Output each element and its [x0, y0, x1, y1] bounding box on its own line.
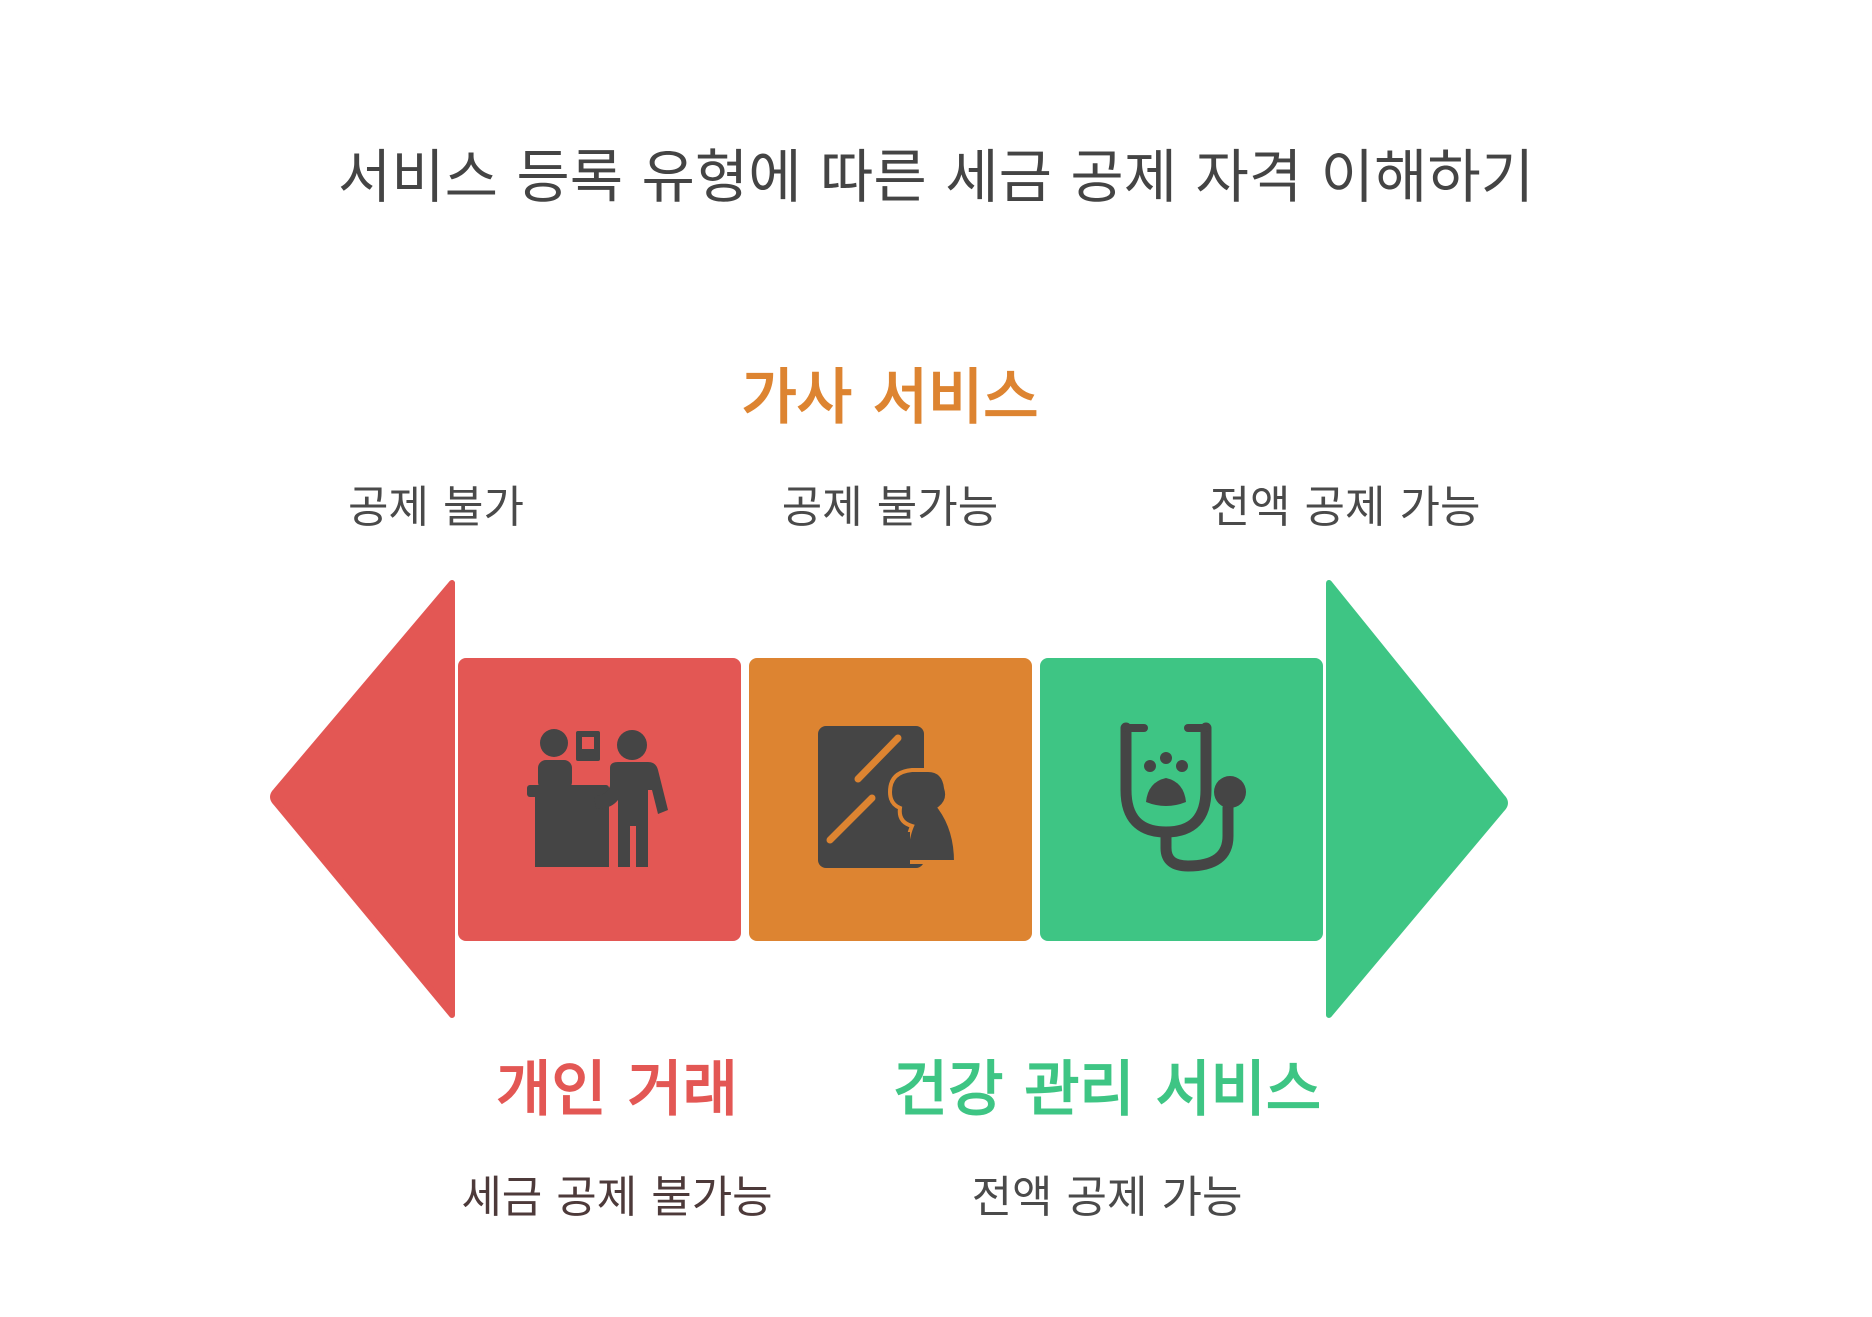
left-arrow-head — [270, 580, 455, 1018]
category-health-care-service: 건강 관리 서비스 — [892, 1055, 1322, 1125]
label-tax-not-deductible: 세금 공제 불가능 — [461, 1172, 773, 1223]
cleaning-spray-icon — [818, 726, 959, 868]
label-not-possible: 공제 불가능 — [781, 482, 999, 533]
pet-stethoscope-icon — [1120, 722, 1246, 872]
category-household-service: 가사 서비스 — [741, 363, 1039, 433]
label-fully-deductible: 전액 공제 가능 — [1209, 482, 1481, 533]
label-health-fully-deductible: 전액 공제 가능 — [971, 1172, 1243, 1223]
people-counter-icon — [527, 729, 668, 867]
page-title: 서비스 등록 유형에 따른 세금 공제 자격 이해하기 — [337, 143, 1535, 211]
right-arrow-head — [1326, 580, 1508, 1018]
category-private-transaction: 개인 거래 — [496, 1055, 738, 1125]
label-not-deductible: 공제 불가 — [348, 482, 524, 533]
